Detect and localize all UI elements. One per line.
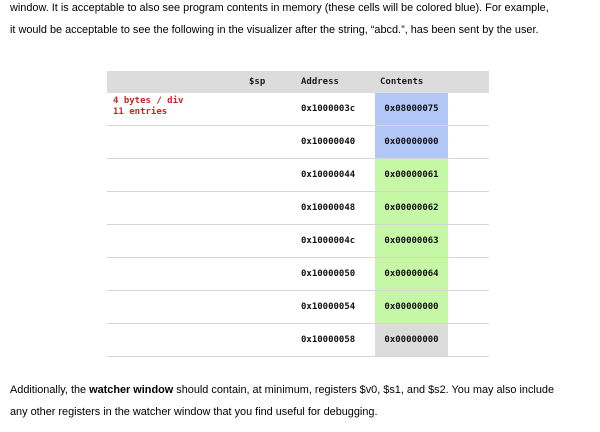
memory-row: 0x10000040 0x00000000 (107, 126, 489, 159)
memory-contents: 0x00000000 (375, 324, 448, 356)
memory-address: 0x10000044 (301, 170, 356, 180)
memory-address: 0x1000004c (301, 236, 356, 246)
entries-count-note: 11 entries (113, 107, 168, 117)
intro-line-1: window. It is acceptable to also see pro… (10, 2, 549, 14)
outro-paragraph: Additionally, the watcher window should … (10, 379, 595, 423)
memory-row: 0x10000054 0x00000000 (107, 291, 489, 324)
outro-line-2: any other registers in the watcher windo… (10, 406, 378, 418)
outro-line-1-end: should contain, at minimum, registers $v… (173, 384, 555, 396)
memory-contents: 0x00000064 (375, 258, 448, 290)
memory-row: 0x1000003c 0x08000075 (107, 93, 489, 126)
memory-address: 0x1000003c (301, 104, 356, 114)
memory-address: 0x10000040 (301, 137, 356, 147)
memory-contents: 0x08000075 (375, 93, 448, 125)
memory-contents: 0x00000000 (375, 126, 448, 158)
visualizer-header: $sp Address Contents (107, 71, 489, 93)
memory-address: 0x10000048 (301, 203, 356, 213)
address-column-header: Address (301, 77, 339, 87)
memory-row: 0x1000004c 0x00000063 (107, 225, 489, 258)
memory-row: 0x10000058 0x00000000 (107, 324, 489, 357)
bytes-per-div-note: 4 bytes / div (113, 96, 184, 106)
memory-contents: 0x00000000 (375, 291, 448, 323)
memory-row: 0x10000048 0x00000062 (107, 192, 489, 225)
memory-row: 0x10000044 0x00000061 (107, 159, 489, 192)
intro-paragraph: window. It is acceptable to also see pro… (10, 0, 595, 41)
memory-row: 0x10000050 0x00000064 (107, 258, 489, 291)
memory-contents: 0x00000061 (375, 159, 448, 191)
memory-contents: 0x00000063 (375, 225, 448, 257)
contents-column-header: Contents (380, 77, 424, 87)
memory-contents: 0x00000062 (375, 192, 448, 224)
intro-line-2: it would be acceptable to see the follow… (10, 24, 539, 36)
outro-line-1-start: Additionally, the (10, 384, 90, 396)
memory-address: 0x10000058 (301, 335, 356, 345)
sp-column-header: $sp (249, 77, 266, 87)
memory-visualizer: $sp Address Contents 4 bytes / div 11 en… (107, 71, 489, 357)
memory-address: 0x10000054 (301, 302, 356, 312)
memory-address: 0x10000050 (301, 269, 356, 279)
watcher-window-term: watcher window (89, 384, 174, 396)
